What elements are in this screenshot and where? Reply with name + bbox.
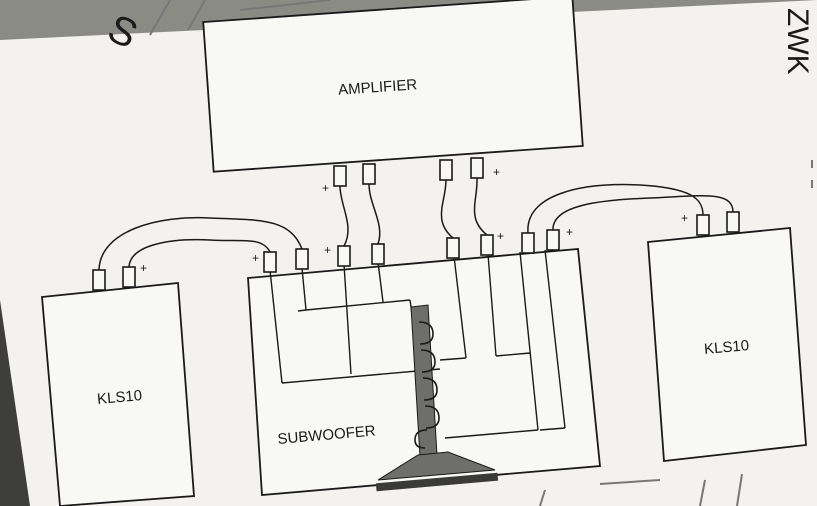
voice-coil-icon bbox=[414, 321, 440, 449]
left-speaker-plus: + bbox=[140, 261, 147, 275]
sub-plus-2: + bbox=[324, 243, 331, 257]
sub-plus-4: + bbox=[566, 225, 573, 239]
background-text-right: ZWK bbox=[781, 8, 814, 75]
amp-plus-right: + bbox=[493, 165, 500, 179]
subwoofer-terminals bbox=[263, 229, 560, 273]
amp-plus-left: + bbox=[322, 181, 329, 195]
left-speaker-wires bbox=[98, 216, 303, 271]
subwoofer-internal-wiring bbox=[269, 249, 566, 439]
amp-terminal-3 bbox=[439, 159, 453, 181]
right-speaker-plus: + bbox=[681, 211, 688, 225]
background-scribbles bbox=[149, 0, 813, 506]
amp-to-subwoofer-wires bbox=[339, 177, 488, 247]
right-speaker-wires bbox=[527, 183, 734, 234]
sub-plus-3: + bbox=[497, 229, 504, 243]
amp-terminal-4 bbox=[470, 157, 484, 179]
right-speaker: KLS10 bbox=[647, 227, 807, 462]
left-speaker: KLS10 bbox=[41, 282, 195, 506]
amplifier-label: AMPLIFIER bbox=[338, 76, 418, 98]
subwoofer-driver bbox=[375, 304, 499, 492]
amplifier: AMPLIFIER bbox=[202, 0, 584, 173]
amp-terminal-2 bbox=[362, 163, 376, 185]
sub-plus-1: + bbox=[252, 251, 259, 265]
left-speaker-label: KLS10 bbox=[96, 387, 142, 408]
right-speaker-label: KLS10 bbox=[703, 337, 749, 358]
amp-terminal-1 bbox=[333, 165, 347, 187]
